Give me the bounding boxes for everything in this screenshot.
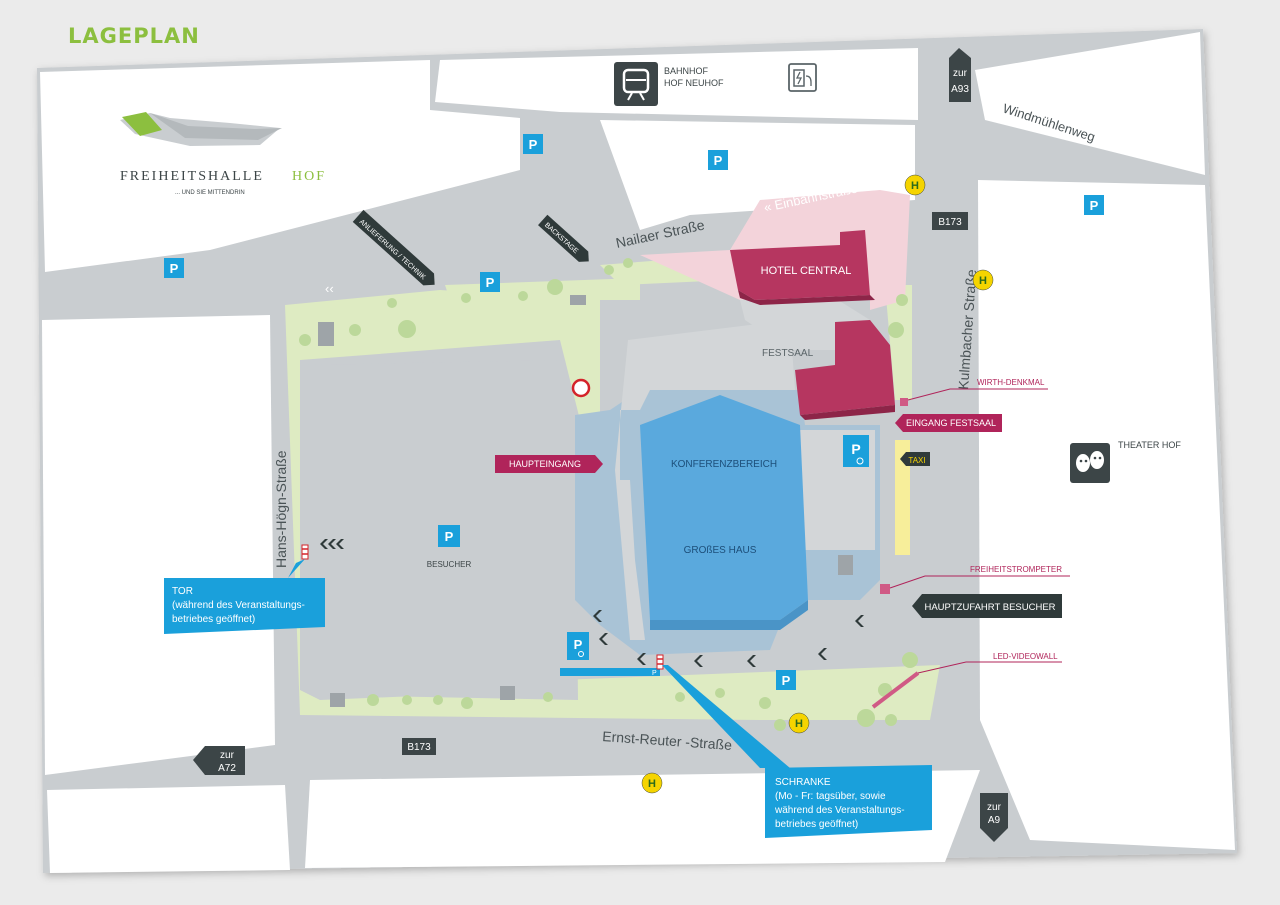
svg-text:SCHRANKE: SCHRANKE xyxy=(775,777,831,788)
svg-text:betriebes geöffnet): betriebes geöffnet) xyxy=(172,614,255,625)
svg-text:(während des Veranstaltungs-: (während des Veranstaltungs- xyxy=(172,600,305,611)
bus-stop-icon: H xyxy=(788,712,810,734)
stairs xyxy=(318,295,853,707)
grosses-haus-label: GROßES HAUS xyxy=(684,545,757,556)
svg-text:LED-VIDEOWALL: LED-VIDEOWALL xyxy=(993,652,1058,661)
theater-masks-icon xyxy=(1070,443,1110,483)
hauptzufahrt-sign: HAUPTZUFAHRT BESUCHER xyxy=(912,594,1062,618)
svg-text:P: P xyxy=(486,275,495,290)
svg-text:H: H xyxy=(979,275,987,287)
svg-text:P: P xyxy=(445,529,454,544)
wirth-denkmal-marker: WIRTH-DENKMAL xyxy=(900,378,1048,406)
bus-stop-icon: H xyxy=(904,174,926,196)
konferenz-label: KONFERENZBEREICH xyxy=(671,459,777,470)
taxi-sign: TAXI xyxy=(900,452,930,466)
svg-text:HAUPTEINGANG: HAUPTEINGANG xyxy=(509,459,581,469)
svg-text:B173: B173 xyxy=(938,217,962,228)
svg-text:FREIHEITSTROMPETER: FREIHEITSTROMPETER xyxy=(970,565,1062,574)
svg-text:A9: A9 xyxy=(988,815,1001,826)
svg-text:P: P xyxy=(652,670,657,677)
page-title: LAGEPLAN xyxy=(68,24,200,48)
tor-gate-icon xyxy=(301,544,309,560)
svg-text:TOR: TOR xyxy=(172,586,193,597)
svg-text:während des Veranstaltungs-: während des Veranstaltungs- xyxy=(774,805,905,816)
hotel-central-building xyxy=(730,230,875,305)
schranke-gate-icon xyxy=(656,654,664,670)
disabled-parking-strip: P xyxy=(560,668,660,677)
tor-callout: TOR (während des Veranstaltungs- betrieb… xyxy=(164,559,325,634)
parking-sign: P xyxy=(1084,195,1104,215)
svg-text:P: P xyxy=(1090,198,1099,213)
trees xyxy=(299,258,918,731)
svg-text:P: P xyxy=(714,153,723,168)
festsaal-wing xyxy=(795,320,895,420)
haupteingang-sign: HAUPTEINGANG xyxy=(495,455,603,473)
svg-text:TAXI: TAXI xyxy=(908,456,925,465)
train-station-icon xyxy=(614,62,658,106)
svg-text:P: P xyxy=(170,261,179,276)
svg-text:betriebes geöffnet): betriebes geöffnet) xyxy=(775,819,858,830)
svg-text:HAUPTZUFAHRT BESUCHER: HAUPTZUFAHRT BESUCHER xyxy=(924,602,1055,613)
besucher-label: BESUCHER xyxy=(427,560,472,569)
svg-text:P: P xyxy=(782,673,791,688)
svg-text:A72: A72 xyxy=(218,763,236,774)
parking-sign: P xyxy=(480,272,500,292)
theater-label: THEATER HOF xyxy=(1118,440,1181,450)
bus-stop-icon: H xyxy=(972,269,994,291)
svg-text:A93: A93 xyxy=(951,84,969,95)
svg-text:H: H xyxy=(648,778,656,790)
svg-text:zur: zur xyxy=(220,750,235,761)
direction-a9: zur A9 xyxy=(980,793,1008,842)
b173-shield-bottom: B173 xyxy=(402,738,436,755)
logo-accent: HOF xyxy=(292,169,326,184)
taxi-stand-strip xyxy=(895,440,910,555)
bus-stop-icon: H xyxy=(641,772,663,794)
route-chevrons xyxy=(320,539,864,667)
svg-text:B173: B173 xyxy=(407,742,431,753)
parking-signs: P P P P P P P xyxy=(164,134,1104,690)
one-way-chevrons: ‹‹ xyxy=(325,281,334,296)
disabled-parking-sign: P xyxy=(843,435,869,467)
grosses-haus-building xyxy=(640,395,808,630)
svg-text:H: H xyxy=(911,180,919,192)
hotel-label: HOTEL CENTRAL xyxy=(761,265,852,277)
disabled-parking-sign: P xyxy=(567,632,589,660)
parking-sign-besucher: P xyxy=(438,525,460,547)
svg-text:P: P xyxy=(574,637,583,652)
led-videowall-marker: LED-VIDEOWALL xyxy=(871,652,1062,709)
logo-name: FREIHEITSHALLE xyxy=(120,169,264,184)
b173-shield-top: B173 xyxy=(932,212,968,230)
parking-sign: P xyxy=(776,670,796,690)
svg-text:zur: zur xyxy=(987,802,1002,813)
ev-charging-icon xyxy=(788,63,817,92)
parking-sign: P xyxy=(164,258,184,278)
eingang-festsaal-sign: EINGANG FESTSAAL xyxy=(895,414,1002,432)
no-entry-icon xyxy=(571,378,591,398)
festsaal-label: FESTSAAL xyxy=(762,348,814,359)
svg-text:zur: zur xyxy=(953,68,968,79)
svg-text:P: P xyxy=(851,441,860,457)
bus-stops: H H H H xyxy=(641,174,994,794)
svg-text:H: H xyxy=(795,718,803,730)
bahnhof-label-1: BAHNHOF xyxy=(664,66,709,76)
schranke-callout: SCHRANKE (Mo - Fr: tagsüber, sowie währe… xyxy=(662,665,932,838)
svg-text:WIRTH-DENKMAL: WIRTH-DENKMAL xyxy=(977,378,1045,387)
logo-tagline: ... UND SIE MITTENDRIN xyxy=(175,190,245,196)
city-blocks xyxy=(40,32,1235,873)
parking-sign: P xyxy=(708,150,728,170)
direction-a93: zur A93 xyxy=(949,48,971,102)
svg-text:(Mo - Fr: tagsüber, sowie: (Mo - Fr: tagsüber, sowie xyxy=(775,791,886,802)
freiheitstrompeter-marker: FREIHEITSTROMPETER xyxy=(880,565,1070,594)
svg-text:P: P xyxy=(529,137,538,152)
svg-text:EINGANG FESTSAAL: EINGANG FESTSAAL xyxy=(906,418,996,428)
direction-a72: zur A72 xyxy=(193,746,245,775)
freiheitshalle-logo: FREIHEITSHALLE HOF ... UND SIE MITTENDRI… xyxy=(120,112,326,196)
bahnhof-label-2: HOF NEUHOF xyxy=(664,78,724,88)
parking-sign: P xyxy=(523,134,543,154)
street-hans-hoegn: Hans-Högn-Straße xyxy=(273,450,289,568)
